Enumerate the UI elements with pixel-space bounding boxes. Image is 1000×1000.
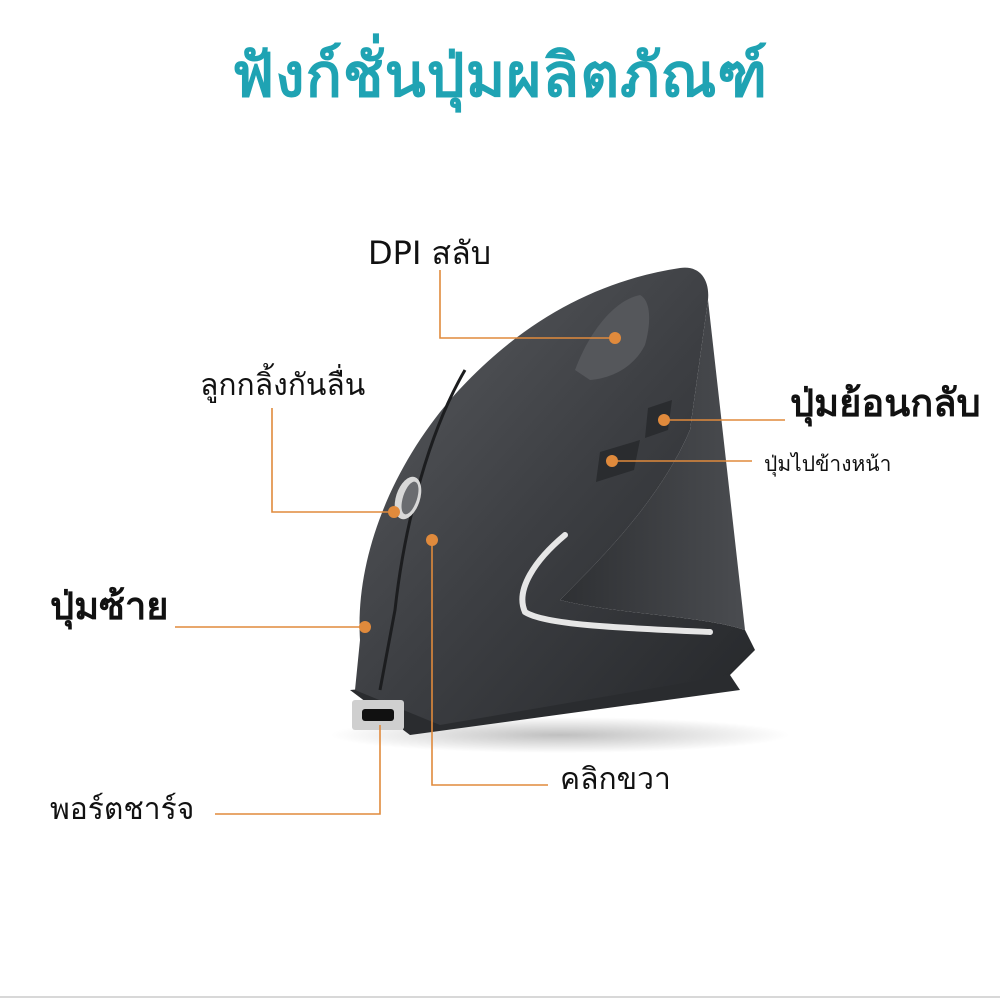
leader-port [215,725,381,815]
dot-right [426,534,438,546]
dot-back [658,414,670,426]
dot-scroll [388,506,400,518]
diagram-title: ฟังก์ชั่นปุ่มผลิตภัณฑ์ [231,41,769,111]
leader-lines [175,270,785,815]
leader-scroll [271,408,394,513]
label-scroll-wheel: ลูกกลิ้งกันลื่น [200,368,366,403]
label-left-button: ปุ่มซ้าย [50,584,169,628]
leader-dpi [439,270,612,339]
accent-light-stripe [519,532,713,635]
usb-port-opening [362,709,394,721]
label-right-click: คลิกขวา [560,762,671,797]
dot-dpi [609,332,621,344]
leader-right [431,540,548,786]
label-charge-port: พอร์ตชาร์จ [50,792,195,827]
mouse-shell [355,267,755,725]
callout-dots [359,332,670,633]
bottom-divider [0,996,1000,998]
dot-left [359,621,371,633]
dot-forward [606,455,618,467]
label-forward-button: ปุ่มไปข้างหน้า [764,452,892,476]
label-back-button: ปุ่มย้อนกลับ [790,381,981,425]
label-dpi: DPI สลับ [368,234,491,272]
mouse-side [560,300,745,630]
